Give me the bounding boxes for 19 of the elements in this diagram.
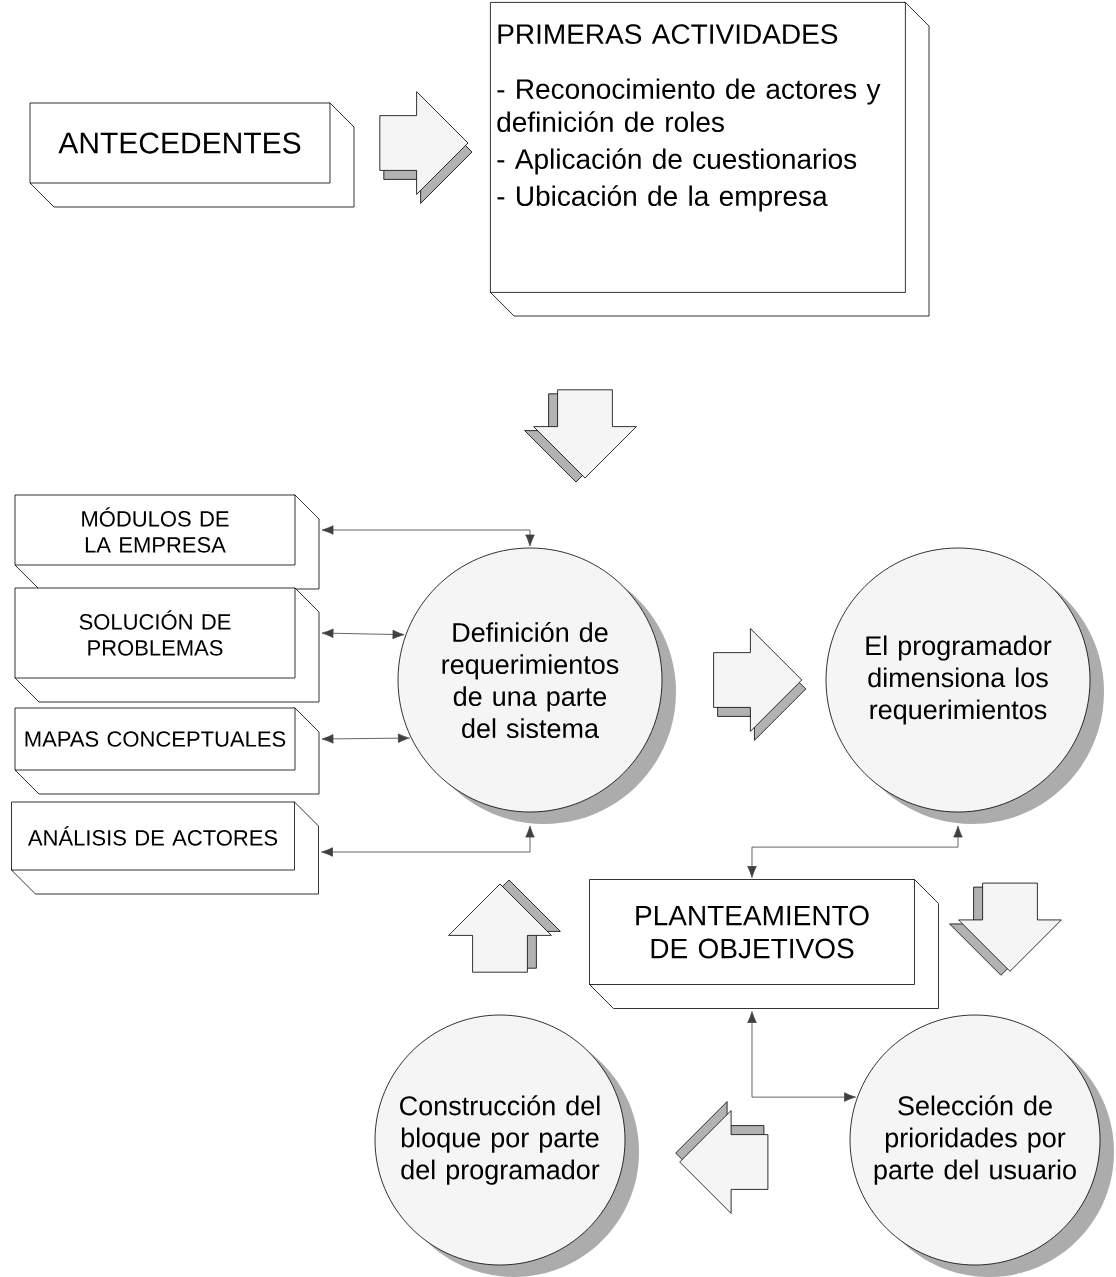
block-arrow [524, 389, 637, 483]
process-box: MAPAS CONCEPTUALES [14, 707, 320, 795]
block-arrow [675, 1101, 769, 1214]
process-box: MÓDULOS DE LA EMPRESA [14, 494, 320, 590]
process-box: SOLUCIÓN DE PROBLEMAS [14, 587, 320, 703]
connector-arrow [321, 825, 535, 857]
block-arrow [713, 628, 807, 741]
connector-arrow [321, 733, 410, 744]
activity-box: PRIMERAS ACTIVIDADES - Reconocimiento de actores y definición de roles - Aplicación de cuestionarios - Ubicación de la empresa [489, 1, 930, 317]
block-arrow [379, 91, 473, 204]
connector-arrow [747, 1011, 856, 1102]
block-arrow [949, 882, 1062, 976]
connector-arrow [321, 525, 535, 547]
process-box: PLANTEAMIENTO DE OBJETIVOS [589, 879, 939, 1009]
block-arrow [448, 879, 561, 973]
process-box: ANTECEDENTES [29, 102, 355, 208]
process-box: ANÁLISIS DE ACTORES [11, 801, 319, 895]
connector-arrow [747, 825, 963, 878]
connector-arrow [321, 628, 405, 640]
